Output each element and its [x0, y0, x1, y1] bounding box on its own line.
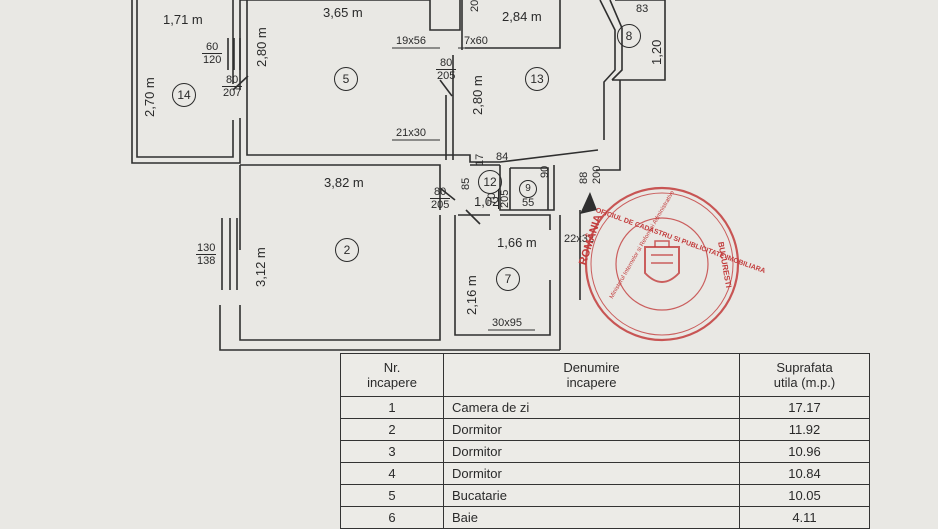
table-row: 4 Dormitor 10.84 — [340, 462, 870, 485]
cell-room-number: 6 — [340, 506, 444, 529]
dim-room-8-height: 1,20 — [649, 39, 664, 65]
dim-room-13-width: 2,84 m — [502, 9, 542, 24]
opening-90: 90 — [539, 165, 551, 178]
cell-room-number: 4 — [340, 462, 444, 485]
wall-room-7 — [454, 214, 551, 336]
dim-room-14-width: 1,71 m — [163, 12, 203, 27]
room-number-13: 13 — [525, 67, 549, 91]
room-number-12: 12 — [478, 170, 502, 194]
cadastre-stamp: ROMÂNIA Ministerul Internelor si Reforme… — [577, 185, 766, 343]
header-room-area: Suprafata utila (m.p.) — [739, 353, 870, 397]
cell-room-area: 11.92 — [739, 418, 870, 441]
wall-room-9 — [509, 167, 549, 210]
cell-room-number: 5 — [340, 484, 444, 507]
cell-room-name: Baie — [443, 506, 740, 529]
table-row: 3 Dormitor 10.96 — [340, 440, 870, 463]
wall-room-5-right — [445, 55, 454, 160]
opening-85: 85 — [460, 177, 472, 190]
window-room-14 — [227, 38, 241, 70]
cell-room-area: 10.96 — [739, 440, 870, 463]
cell-room-name: Camera de zi — [443, 396, 740, 419]
header-room-number: Nr. incapere — [340, 353, 444, 397]
table-row: 2 Dormitor 11.92 — [340, 418, 870, 441]
wall-room-7-right — [559, 210, 581, 350]
dim-room-14-height: 2,70 m — [142, 77, 157, 117]
table-row: 1 Camera de zi 17.17 — [340, 396, 870, 419]
wall-room-8 — [612, 0, 666, 81]
opening-19x56: 19x56 — [396, 35, 426, 47]
door-room-2 — [439, 187, 456, 201]
opening-88-200: 88 200 — [578, 165, 603, 184]
north-arrow-icon — [580, 192, 597, 214]
dim-room-5-height: 2,80 m — [254, 27, 269, 67]
opening-55: 55 — [522, 197, 535, 209]
dim-room-2-height: 3,12 m — [253, 247, 268, 287]
door-room-14 — [232, 75, 249, 91]
cell-room-number: 1 — [340, 396, 444, 419]
room-number-8: 8 — [617, 24, 641, 48]
wall-room-14 — [131, 0, 241, 164]
opening-21x30: 21x30 — [396, 127, 426, 139]
coat-of-arms-icon — [644, 246, 680, 283]
room-number-9: 9 — [519, 180, 537, 198]
wall-ext-right — [596, 80, 621, 171]
cell-room-number: 3 — [340, 440, 444, 463]
door-room-5 — [439, 79, 453, 97]
wall-room-2 — [239, 164, 441, 341]
opening-83: 83 — [636, 3, 649, 15]
room-number-5: 5 — [334, 67, 358, 91]
cell-room-name: Dormitor — [443, 462, 740, 485]
dim-room-5-width: 3,65 m — [323, 5, 363, 20]
dim-room-13-height: 2,80 m — [470, 75, 485, 115]
wall-room-2-outer — [219, 305, 560, 351]
opening-22x32: 22x32 — [564, 233, 594, 245]
opening-84: 84 — [496, 151, 509, 163]
opening-7x60: 7x60 — [464, 35, 488, 47]
cell-room-area: 10.84 — [739, 462, 870, 485]
cell-room-number: 2 — [340, 418, 444, 441]
cell-room-area: 4.11 — [739, 506, 870, 529]
dim-room-7-width: 1,66 m — [497, 235, 537, 250]
door-room-7 — [465, 209, 481, 225]
room-number-2: 2 — [335, 238, 359, 262]
dim-hall-width: 1,02 — [474, 194, 500, 209]
opening-17: 17 — [474, 153, 486, 166]
cell-room-name: Dormitor — [443, 418, 740, 441]
wall-room-14-inner — [136, 0, 234, 158]
wall-room-5-top — [240, 0, 461, 31]
dim-room-7-height: 2,16 m — [464, 275, 479, 315]
cell-room-name: Bucatarie — [443, 484, 740, 507]
table-row: 5 Bucatarie 10.05 — [340, 484, 870, 507]
room-area-table: Nr. incapere Denumire incapere Suprafata… — [340, 353, 870, 529]
cell-room-area: 10.05 — [739, 484, 870, 507]
opening-20: 20 — [469, 0, 481, 12]
room-number-7: 7 — [496, 267, 520, 291]
wall-room-13-right — [599, 0, 623, 140]
room-number-14: 14 — [172, 83, 196, 107]
table-header-row: Nr. incapere Denumire incapere Suprafata… — [340, 353, 870, 397]
header-room-name: Denumire incapere — [443, 353, 740, 397]
cell-room-name: Dormitor — [443, 440, 740, 463]
cell-room-area: 17.17 — [739, 396, 870, 419]
opening-30x95: 30x95 — [492, 317, 522, 329]
window-room-2 — [221, 218, 238, 290]
table-row: 6 Baie 4.11 — [340, 506, 870, 529]
dim-room-2-width: 3,82 m — [324, 175, 364, 190]
